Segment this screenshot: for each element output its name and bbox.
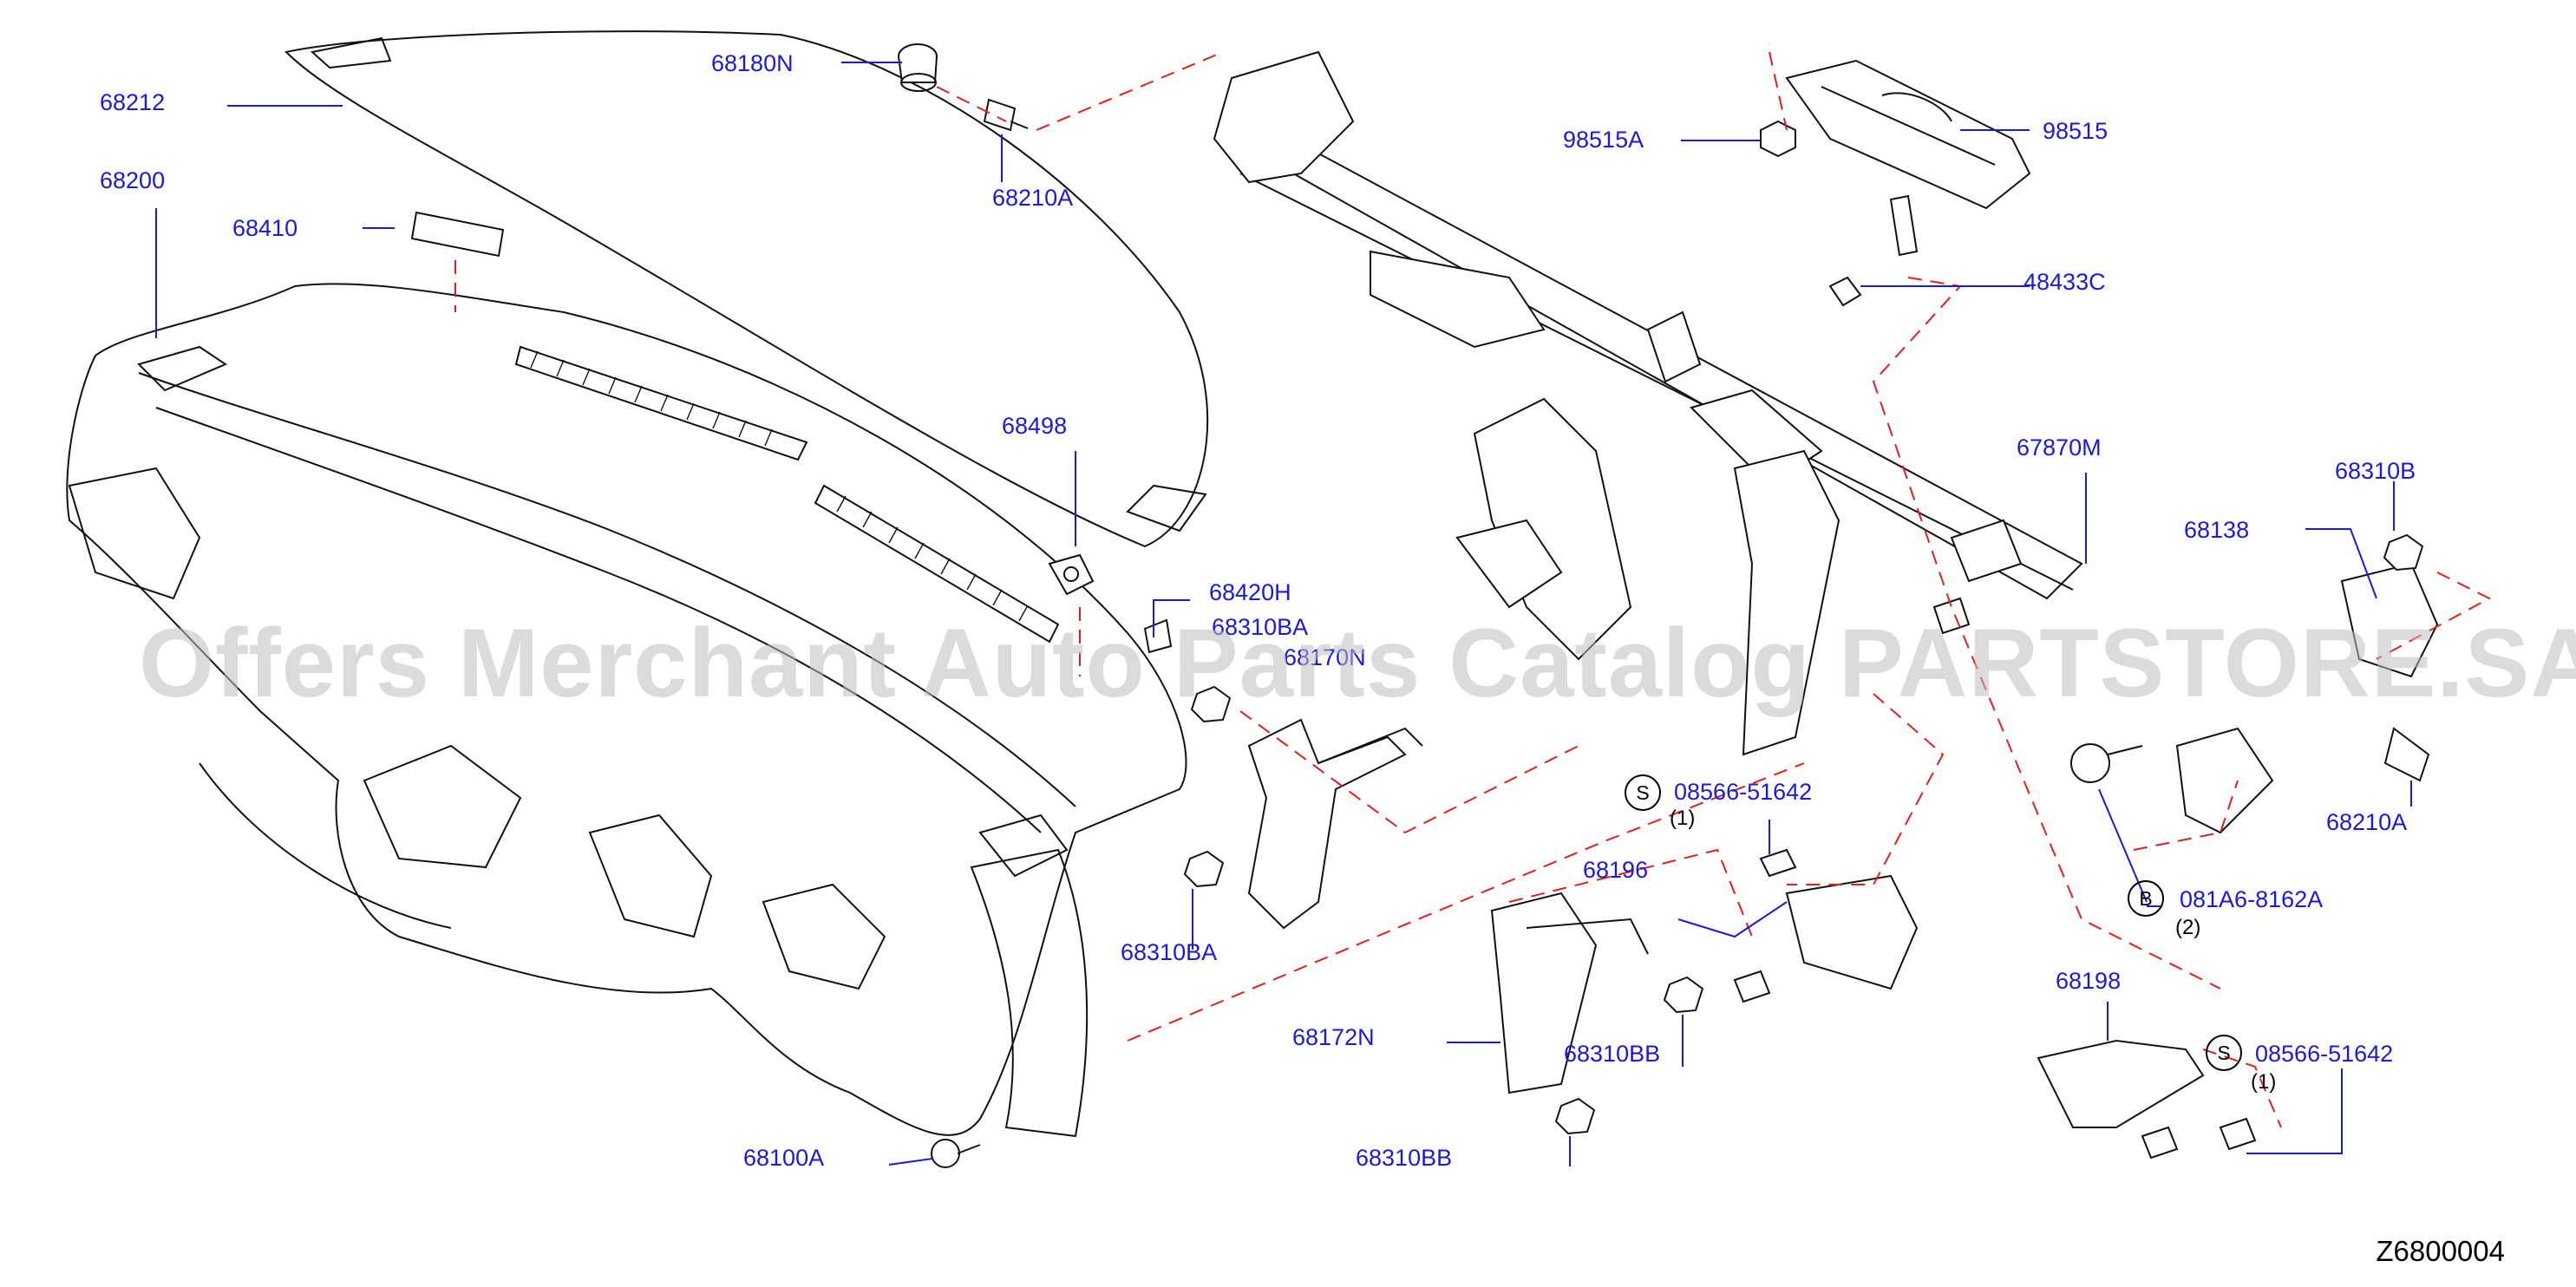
- clip-68180n: [898, 43, 938, 92]
- label-68410: 68410: [232, 215, 298, 241]
- callout-s-b: S: [2206, 1035, 2242, 1071]
- label-68138: 68138: [2184, 517, 2250, 543]
- dash-top-cover: [284, 30, 1209, 548]
- screw-near-68196: [1733, 970, 1771, 1003]
- label-98515: 98515: [2043, 118, 2109, 144]
- label-68310b: 68310B: [2335, 458, 2416, 484]
- label-08566-51642-a: 08566-51642: [1674, 779, 1813, 805]
- label-68172n: 68172N: [1292, 1024, 1375, 1050]
- callout-s-a: S: [1625, 774, 1661, 811]
- label-68310bb-b: 68310BB: [1356, 1145, 1453, 1171]
- label-68420h: 68420H: [1209, 579, 1291, 605]
- bolt-68210a-top: [983, 98, 1029, 132]
- steering-member: [1213, 50, 2083, 756]
- label-081a6-8162a: 081A6-8162A: [2180, 886, 2324, 912]
- nut-68310ba-bottom: [1183, 850, 1225, 888]
- label-68212: 68212: [100, 89, 166, 115]
- sensor-68410: [410, 211, 505, 258]
- label-68196: 68196: [1583, 857, 1649, 883]
- bracket-68170n: [1247, 718, 1423, 930]
- label-68100a: 68100A: [743, 1145, 825, 1171]
- label-08566-51642-b: 08566-51642: [2255, 1041, 2394, 1067]
- screw-08566-b: [2141, 1117, 2257, 1160]
- bracket-68138: [2340, 562, 2439, 678]
- dash-panel: [66, 283, 1187, 1138]
- clip-68420h: [1143, 618, 1173, 654]
- guide-lines: [454, 51, 2492, 1128]
- label-68198: 68198: [2056, 968, 2122, 994]
- callout-b: B: [2128, 880, 2164, 917]
- bolt-48433c: [1828, 276, 1862, 307]
- bracket-lower-right: [2175, 727, 2274, 834]
- label-98515a: 98515A: [1563, 127, 1644, 153]
- label-68170n: 68170N: [1284, 644, 1366, 670]
- label-68210a-right: 68210A: [2326, 809, 2408, 835]
- label-68310ba-top: 68310BA: [1212, 614, 1309, 640]
- nut-68310ba-top: [1190, 685, 1232, 723]
- diagram-code: Z6800004: [2376, 1235, 2505, 1267]
- label-68310ba-bottom: 68310BA: [1121, 939, 1218, 965]
- qty-08566-b: (1): [2251, 1070, 2277, 1094]
- label-68210a-top: 68210A: [992, 185, 1074, 211]
- leader-lines: [155, 62, 2412, 1166]
- bracket-68196: [1785, 874, 1919, 990]
- qty-081a6: (2): [2175, 916, 2201, 939]
- module-98515: [1785, 59, 2031, 257]
- nut-68310b: [2383, 533, 2424, 572]
- label-67870m: 67870M: [2017, 434, 2102, 461]
- label-68310bb-a: 68310BB: [1564, 1041, 1661, 1067]
- bolt-68210a-right: [2383, 727, 2430, 782]
- bolt-68100a: [931, 1139, 981, 1168]
- clip-68498: [1048, 553, 1095, 596]
- label-68180n: 68180N: [711, 50, 794, 76]
- nut-68310bb-b: [1554, 1097, 1596, 1135]
- nut-68310bb-a: [1663, 976, 1704, 1014]
- qty-08566-a: (1): [1670, 807, 1696, 830]
- label-48433c: 48433C: [2024, 269, 2106, 295]
- defroster-grille: [514, 345, 1060, 644]
- label-68200: 68200: [100, 167, 166, 193]
- screw-08566-a: [1759, 848, 1797, 878]
- bracket-68198: [2037, 1039, 2205, 1128]
- label-68498: 68498: [1002, 413, 1068, 439]
- nut-98515a: [1760, 120, 1796, 158]
- bolt-081a6: [2070, 743, 2143, 783]
- bracket-68172n: [1490, 892, 1649, 1094]
